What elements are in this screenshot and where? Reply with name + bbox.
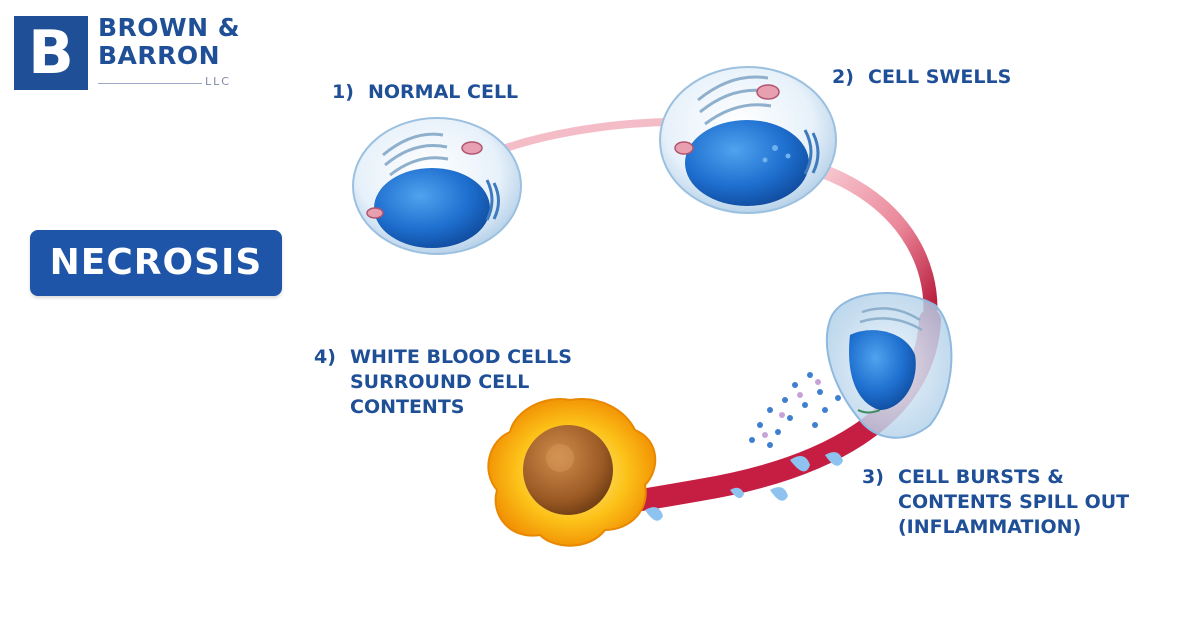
logo-mark: B xyxy=(14,16,88,90)
logo-divider xyxy=(98,83,202,84)
burst-cell xyxy=(645,292,953,521)
step-3-number: 3) xyxy=(862,466,884,488)
title-badge: NECROSIS xyxy=(30,230,282,296)
step-2-number: 2) xyxy=(832,66,854,88)
page-title: NECROSIS xyxy=(49,242,263,283)
logo-line-1: BROWN & xyxy=(98,13,241,42)
step-1-text: NORMAL CELL xyxy=(368,81,519,103)
step-4-text-line-3: CONTENTS xyxy=(350,396,465,418)
step-3-text-line-1: CELL BURSTS & xyxy=(898,466,1064,488)
normal-cell xyxy=(352,117,522,255)
logo-letter: B xyxy=(28,18,74,88)
step-4-text-line-2: SURROUND CELL xyxy=(350,371,530,393)
logo-suffix: LLC xyxy=(205,75,231,88)
step-2-text: CELL SWELLS xyxy=(868,66,1012,88)
step-3-text-line-2: CONTENTS SPILL OUT xyxy=(898,491,1130,513)
swollen-cell xyxy=(659,66,837,214)
step-3-text-line-3: (INFLAMMATION) xyxy=(898,516,1082,538)
logo-line-2: BARRON xyxy=(98,41,221,70)
logo-wordmark: BROWN & BARRON xyxy=(98,14,240,70)
step-4-text-line-1: WHITE BLOOD CELLS xyxy=(350,346,572,368)
white-blood-cell xyxy=(487,398,657,547)
step-1-number: 1) xyxy=(332,81,354,103)
step-4-number: 4) xyxy=(314,346,336,368)
